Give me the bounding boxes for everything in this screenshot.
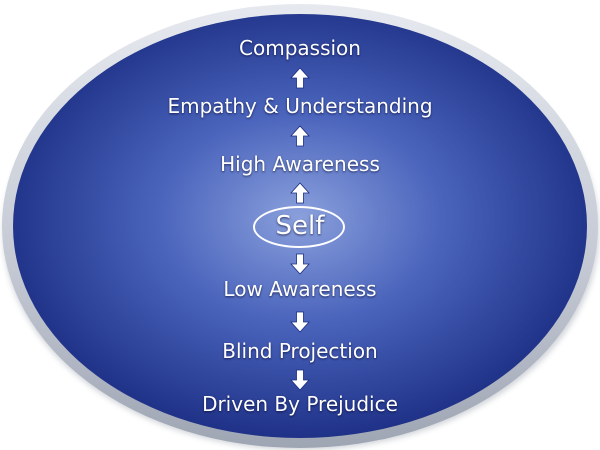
self-outline <box>253 206 345 248</box>
level-driven-by-prejudice: Driven By Prejudice <box>202 392 398 416</box>
up-arrow-icon <box>290 182 310 204</box>
level-low-awareness: Low Awareness <box>223 277 377 301</box>
level-high-awareness: High Awareness <box>220 152 380 176</box>
down-arrow-icon <box>290 311 310 333</box>
down-arrow-icon <box>290 253 310 275</box>
level-compassion: Compassion <box>239 36 361 60</box>
self-label: Self <box>275 211 325 241</box>
down-arrow-icon <box>290 369 310 391</box>
level-blind-projection: Blind Projection <box>222 339 378 363</box>
level-empathy-understanding: Empathy & Understanding <box>167 94 433 118</box>
up-arrow-icon <box>290 125 310 147</box>
up-arrow-icon <box>290 67 310 89</box>
